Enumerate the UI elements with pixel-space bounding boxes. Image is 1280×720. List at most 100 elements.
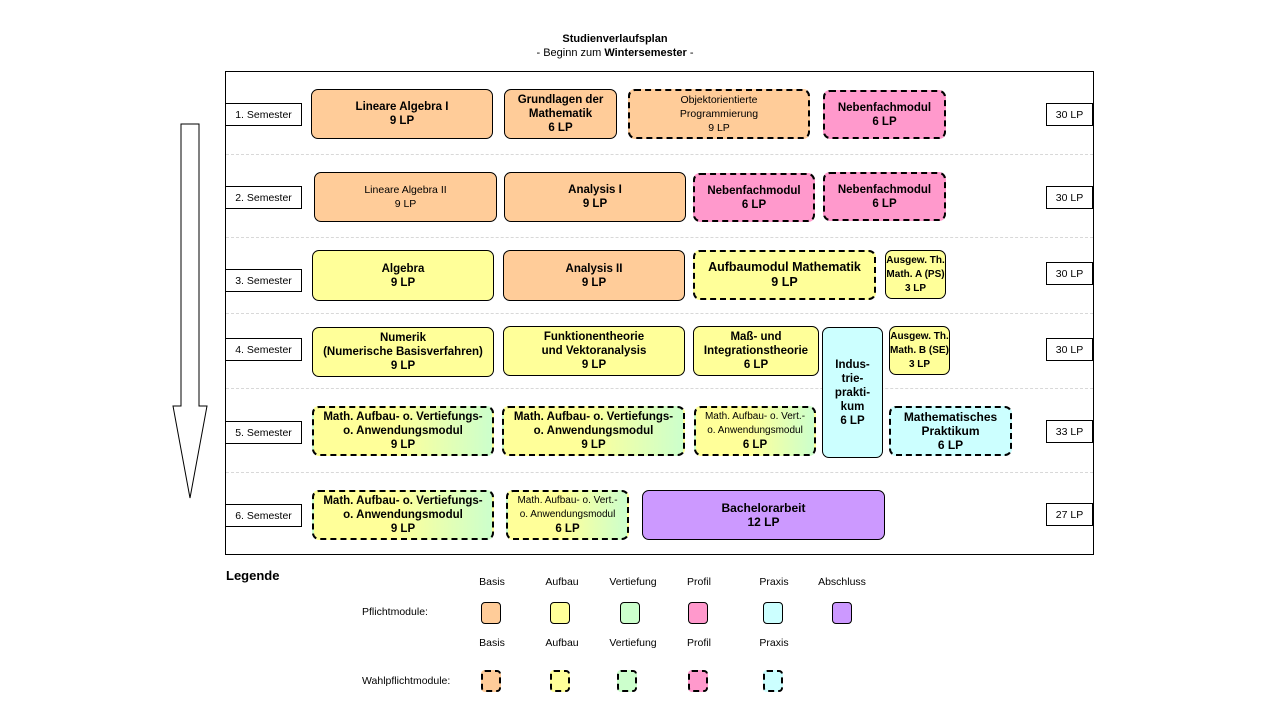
legend-title: Legende bbox=[226, 568, 280, 583]
module-card[interactable]: Math. Aufbau- o. Vert.- o. Anwendungsmod… bbox=[694, 406, 816, 456]
module-credits: 12 LP bbox=[747, 515, 780, 529]
module-credits: 9 LP bbox=[389, 115, 415, 127]
module-card[interactable]: Nebenfachmodul 6 LP bbox=[693, 173, 815, 222]
semester-credits: 30 LP bbox=[1046, 186, 1093, 209]
row-separator bbox=[226, 388, 1093, 389]
module-credits: 9 LP bbox=[390, 439, 416, 451]
module-credits: 6 LP bbox=[555, 523, 580, 535]
legend-category-label: Profil bbox=[687, 576, 711, 588]
module-credits: 6 LP bbox=[743, 359, 769, 371]
module-card[interactable]: Analysis I 9 LP bbox=[504, 172, 686, 222]
module-name: Aufbaumodul Mathematik bbox=[708, 260, 861, 274]
module-card[interactable]: Analysis II 9 LP bbox=[503, 250, 685, 301]
semester-label: 6. Semester bbox=[225, 504, 302, 527]
module-card[interactable]: Funktionentheorie und Vektoranalysis 9 L… bbox=[503, 326, 685, 376]
module-name: Algebra bbox=[381, 262, 425, 275]
module-credits: 9 LP bbox=[582, 198, 608, 210]
module-name: Ausgew. Th. Math. B (SE) bbox=[890, 330, 949, 356]
plan-title: Studienverlaufsplan bbox=[562, 33, 668, 45]
semester-credits: 30 LP bbox=[1046, 262, 1093, 285]
module-credits: 6 LP bbox=[872, 115, 897, 128]
semester-label: 3. Semester bbox=[225, 269, 302, 292]
legend-category-label: Aufbau bbox=[545, 637, 579, 649]
legend-category-label: Vertiefung bbox=[609, 576, 657, 588]
module-name: Maß- und Integrationstheorie bbox=[703, 331, 809, 357]
module-card[interactable]: Ausgew. Th. Math. B (SE) 3 LP bbox=[889, 326, 950, 375]
module-card[interactable]: Bachelorarbeit 12 LP bbox=[642, 490, 885, 540]
module-name: Math. Aufbau- o. Vertiefungs- o. Anwendu… bbox=[323, 495, 483, 521]
module-name: Lineare Algebra II bbox=[364, 184, 447, 196]
module-credits: 6 LP bbox=[840, 414, 865, 427]
plan-subtitle: - Beginn zum Wintersemester - bbox=[536, 47, 694, 59]
module-name: Math. Aufbau- o. Vert.- o. Anwendungsmod… bbox=[517, 495, 618, 520]
module-card[interactable]: Algebra 9 LP bbox=[312, 250, 494, 301]
module-name: Math. Aufbau- o. Vert.- o. Anwendungsmod… bbox=[704, 411, 806, 436]
semester-label: 2. Semester bbox=[225, 186, 302, 209]
row-separator bbox=[226, 237, 1093, 238]
legend-swatch-profil bbox=[688, 670, 708, 692]
module-card[interactable]: Math. Aufbau- o. Vertiefungs- o. Anwendu… bbox=[312, 406, 494, 456]
plan-frame bbox=[225, 71, 1094, 555]
module-card[interactable]: Nebenfachmodul 6 LP bbox=[823, 90, 946, 139]
module-credits: 6 LP bbox=[741, 198, 767, 211]
semester-label: 1. Semester bbox=[225, 103, 302, 126]
semester-label: 4. Semester bbox=[225, 338, 302, 361]
module-card[interactable]: Grundlagen der Mathematik 6 LP bbox=[504, 89, 617, 139]
module-name: Nebenfachmodul bbox=[837, 101, 932, 114]
semester-credits: 33 LP bbox=[1046, 420, 1093, 443]
module-credits: 9 LP bbox=[390, 360, 416, 372]
module-card[interactable]: Indus- trie- prakti- kum 6 LP bbox=[822, 327, 883, 458]
module-name: Indus- trie- prakti- kum bbox=[834, 358, 871, 413]
module-credits: 6 LP bbox=[548, 122, 573, 134]
module-card[interactable]: Mathematisches Praktikum 6 LP bbox=[889, 406, 1012, 456]
module-credits: 6 LP bbox=[742, 439, 768, 451]
legend-swatch-aufbau bbox=[550, 602, 570, 624]
module-name: Nebenfachmodul bbox=[707, 184, 801, 197]
module-card[interactable]: Nebenfachmodul 6 LP bbox=[823, 172, 946, 221]
module-credits: 6 LP bbox=[937, 438, 964, 452]
module-card[interactable]: Aufbaumodul Mathematik 9 LP bbox=[693, 250, 876, 300]
legend-swatch-vertiefung bbox=[620, 602, 640, 624]
module-card[interactable]: Math. Aufbau- o. Vertiefungs- o. Anwendu… bbox=[502, 406, 685, 456]
module-name: Objektorientierte Programmierung bbox=[679, 94, 759, 120]
module-card[interactable]: Lineare Algebra II 9 LP bbox=[314, 172, 497, 222]
legend-swatch-praxis bbox=[763, 602, 783, 624]
legend-pflicht-label: Pflichtmodule: bbox=[362, 606, 428, 618]
module-name: Nebenfachmodul bbox=[837, 183, 932, 196]
row-separator bbox=[226, 472, 1093, 473]
legend-category-label: Praxis bbox=[759, 576, 789, 588]
module-name: Grundlagen der Mathematik bbox=[517, 94, 604, 120]
legend-category-label: Basis bbox=[479, 637, 505, 649]
module-card[interactable]: Objektorientierte Programmierung 9 LP bbox=[628, 89, 810, 139]
semester-credits: 27 LP bbox=[1046, 503, 1093, 526]
module-card[interactable]: Lineare Algebra I 9 LP bbox=[311, 89, 493, 139]
semester-credits: 30 LP bbox=[1046, 103, 1093, 126]
module-name: Math. Aufbau- o. Vertiefungs- o. Anwendu… bbox=[323, 411, 483, 437]
legend-swatch-abschluss bbox=[832, 602, 852, 624]
module-name: Funktionentheorie und Vektoranalysis bbox=[541, 331, 647, 357]
module-credits: 6 LP bbox=[872, 197, 897, 210]
module-card[interactable]: Numerik (Numerische Basisverfahren) 9 LP bbox=[312, 327, 494, 377]
semester-label: 5. Semester bbox=[225, 421, 302, 444]
legend-swatch-profil bbox=[688, 602, 708, 624]
module-credits: 9 LP bbox=[771, 275, 798, 289]
module-credits: 9 LP bbox=[581, 276, 607, 289]
module-credits: 9 LP bbox=[390, 276, 416, 289]
semester-credits: 30 LP bbox=[1046, 338, 1093, 361]
module-card[interactable]: Maß- und Integrationstheorie 6 LP bbox=[693, 326, 819, 376]
module-name: Analysis II bbox=[565, 262, 623, 275]
legend-swatch-basis bbox=[481, 670, 501, 692]
module-name: Numerik (Numerische Basisverfahren) bbox=[323, 332, 483, 358]
module-card[interactable]: Math. Aufbau- o. Vertiefungs- o. Anwendu… bbox=[312, 490, 494, 540]
module-credits: 3 LP bbox=[904, 282, 927, 294]
legend-swatch-vertiefung bbox=[617, 670, 637, 692]
row-separator bbox=[226, 154, 1093, 155]
module-credits: 9 LP bbox=[581, 439, 606, 451]
module-card[interactable]: Math. Aufbau- o. Vert.- o. Anwendungsmod… bbox=[506, 490, 629, 540]
legend-category-label: Profil bbox=[687, 637, 711, 649]
legend-swatch-basis bbox=[481, 602, 501, 624]
module-credits: 3 LP bbox=[908, 358, 931, 370]
legend-category-label: Basis bbox=[479, 576, 505, 588]
legend-wahlpflicht-label: Wahlpflichtmodule: bbox=[362, 675, 451, 687]
module-card[interactable]: Ausgew. Th. Math. A (PS) 3 LP bbox=[885, 250, 946, 299]
